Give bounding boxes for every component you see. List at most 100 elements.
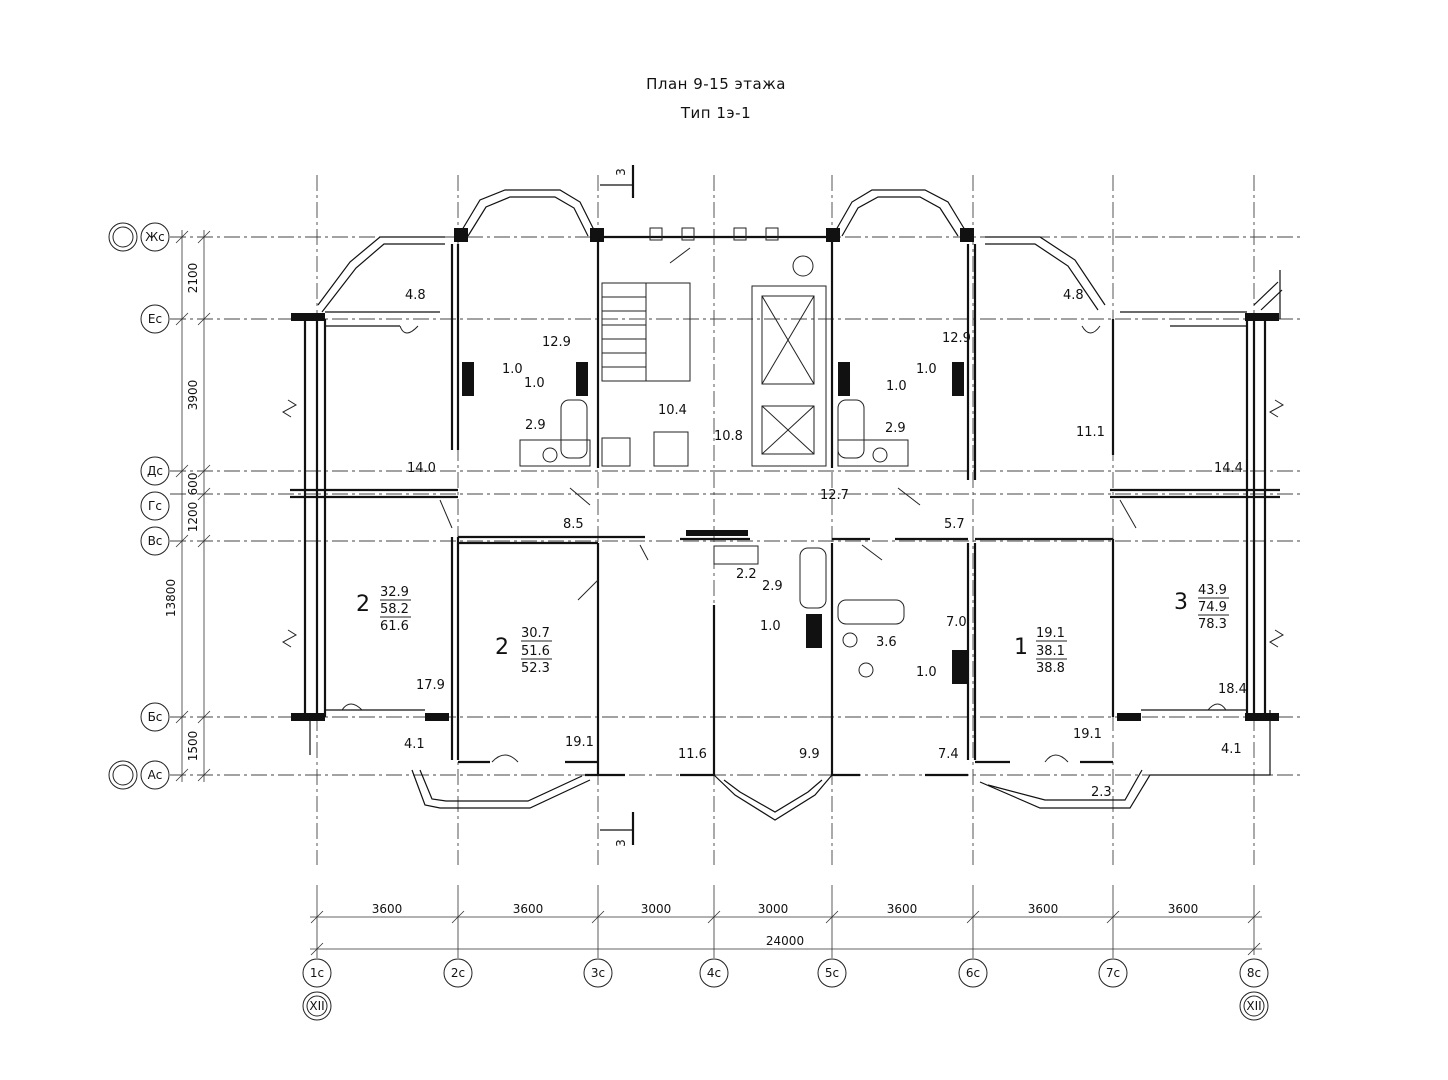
section-mark-bottom: 3 <box>600 812 635 847</box>
stair-and-elevators <box>601 255 827 467</box>
room-area: 12.9 <box>942 331 971 346</box>
total-dim-label: 24000 <box>766 934 804 948</box>
apartment-total-area: 51.6 <box>521 644 550 659</box>
room-area: 4.8 <box>1063 288 1084 303</box>
room-area: 2.2 <box>736 567 757 582</box>
apartment-label: 1 19.1 38.1 38.8 <box>1014 626 1067 676</box>
col-axis-label: 8с <box>1247 966 1261 980</box>
dim-label: 600 <box>186 473 200 496</box>
apartment-living-area: 32.9 <box>380 585 409 600</box>
room-area: 8.5 <box>563 517 584 532</box>
room-area: 11.6 <box>678 747 707 762</box>
room-area: 19.1 <box>1073 727 1102 742</box>
apartment-total-area: 58.2 <box>380 602 409 617</box>
apartment-living-area: 19.1 <box>1036 626 1065 641</box>
apartment-rooms: 1 <box>1014 635 1028 660</box>
room-area-labels: 4.8 12.9 1.0 1.0 2.9 10.4 10.8 12.9 1.0 … <box>404 288 1247 800</box>
room-area: 4.1 <box>404 737 425 752</box>
room-area: 10.4 <box>658 403 687 418</box>
apartment-label: 2 32.9 58.2 61.6 <box>356 585 411 634</box>
row-axis-label: Гс <box>148 499 162 513</box>
axis-ref-label: XII <box>309 999 324 1013</box>
room-area: 1.0 <box>502 362 523 377</box>
col-axis-label: 4с <box>707 966 721 980</box>
dim-label: 3600 <box>1028 902 1059 916</box>
dim-label: 1200 <box>186 502 200 533</box>
bathroom-fixtures <box>462 362 968 684</box>
row-axis-label: Ас <box>148 768 163 782</box>
room-area: 10.8 <box>714 429 743 444</box>
dim-label: 3000 <box>641 902 672 916</box>
dim-label: 3600 <box>1168 902 1199 916</box>
room-area: 2.9 <box>525 418 546 433</box>
break-lines <box>282 399 1284 648</box>
dim-label: 3900 <box>186 380 200 411</box>
dim-label: 3600 <box>372 902 403 916</box>
section-mark-label: 3 <box>614 839 628 847</box>
door-swings <box>341 247 1227 763</box>
col-axis-label: 1с <box>310 966 324 980</box>
room-area: 14.4 <box>1214 461 1243 476</box>
section-mark-label: 3 <box>614 168 628 176</box>
col-axis-label: 2с <box>451 966 465 980</box>
room-area: 19.1 <box>565 735 594 750</box>
row-axis-label: Бс <box>148 710 163 724</box>
room-area: 7.4 <box>938 747 959 762</box>
room-area: 5.7 <box>944 517 965 532</box>
apartment-label: 2 30.7 51.6 52.3 <box>495 626 552 676</box>
dim-label: 3000 <box>758 902 789 916</box>
row-axis-label: Ес <box>148 312 162 326</box>
room-area: 2.9 <box>762 579 783 594</box>
apartment-gross-area: 78.3 <box>1198 617 1227 632</box>
room-area: 17.9 <box>416 678 445 693</box>
room-area: 7.0 <box>946 615 967 630</box>
col-axis-label: 6с <box>966 966 980 980</box>
room-area: 11.1 <box>1076 425 1105 440</box>
col-axis-label: 3с <box>591 966 605 980</box>
column-axis-markers: 1с 2с 3с 4с 5с 6с 7с 8с XII XII <box>302 958 1269 1021</box>
dim-label: 13800 <box>164 579 178 617</box>
room-area: 4.1 <box>1221 742 1242 757</box>
apartment-total-area: 38.1 <box>1036 644 1065 659</box>
row-axis-label: Жс <box>145 230 165 244</box>
apartment-label: 3 43.9 74.9 78.3 <box>1174 583 1229 632</box>
apartment-rooms: 2 <box>356 592 370 617</box>
room-area: 14.0 <box>407 461 436 476</box>
room-area: 1.0 <box>916 362 937 377</box>
apartment-gross-area: 38.8 <box>1036 661 1065 676</box>
plan-subtitle: Тип 1э-1 <box>680 104 751 122</box>
row-axis-lines <box>170 236 1300 776</box>
apartment-total-area: 74.9 <box>1198 600 1227 615</box>
room-area: 2.9 <box>885 421 906 436</box>
vertical-dimension-chain: 2100 3900 600 1200 13800 1500 <box>164 230 211 782</box>
col-axis-label: 7с <box>1106 966 1120 980</box>
room-area: 12.7 <box>820 488 849 503</box>
dim-label: 3600 <box>513 902 544 916</box>
room-area: 1.0 <box>760 619 781 634</box>
building-walls <box>290 189 1283 821</box>
room-area: 3.6 <box>876 635 897 650</box>
apartment-gross-area: 52.3 <box>521 661 550 676</box>
apartment-gross-area: 61.6 <box>380 619 409 634</box>
row-axis-label: Вс <box>148 534 163 548</box>
room-area: 12.9 <box>542 335 571 350</box>
room-area: 1.0 <box>886 379 907 394</box>
axis-ref-label: XII <box>1246 999 1261 1013</box>
dim-label: 2100 <box>186 263 200 294</box>
room-area: 2.3 <box>1091 785 1112 800</box>
dim-label: 1500 <box>186 731 200 762</box>
apartment-rooms: 3 <box>1174 590 1188 615</box>
plan-title: План 9-15 этажа <box>646 75 786 93</box>
room-area: 1.0 <box>916 665 937 680</box>
section-mark-top: 3 <box>600 165 635 198</box>
horizontal-dimension-chain: 3600 3600 3000 3000 3600 3600 3600 24000 <box>310 885 1262 958</box>
apartment-living-area: 43.9 <box>1198 583 1227 598</box>
room-area: 4.8 <box>405 288 426 303</box>
room-area: 18.4 <box>1218 682 1247 697</box>
apartment-living-area: 30.7 <box>521 626 550 641</box>
col-axis-label: 5с <box>825 966 839 980</box>
dim-label: 3600 <box>887 902 918 916</box>
apartment-rooms: 2 <box>495 635 509 660</box>
row-axis-markers: Жс Ес Дс Гс Вс Бс Ас <box>108 222 170 790</box>
